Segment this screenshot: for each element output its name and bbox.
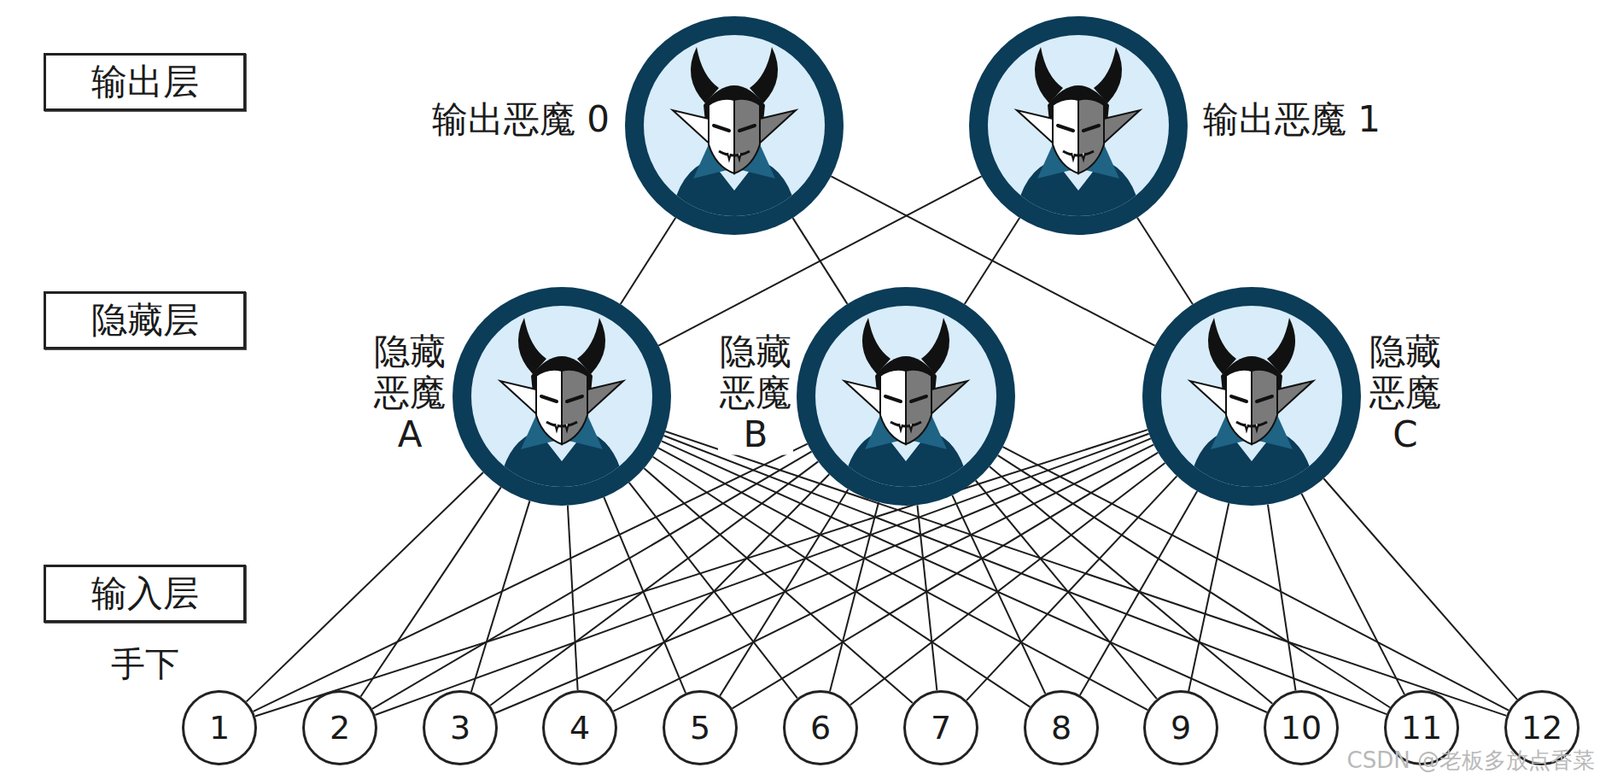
- synapse-line: [567, 505, 579, 690]
- synapse-line: [653, 456, 1031, 707]
- input-neuron: 6: [782, 689, 859, 765]
- watermark: CSDN @老板多放点香菜: [1347, 745, 1595, 776]
- synapse-line: [1137, 217, 1193, 304]
- neuron-label: 输出恶魔 1: [1201, 99, 1383, 141]
- input-neuron: 3: [422, 689, 498, 765]
- input-neuron: 7: [903, 689, 979, 765]
- input-neuron: 2: [302, 689, 378, 765]
- synapse-line: [998, 455, 1390, 707]
- neuron-number: 5: [689, 711, 711, 744]
- synapse-line: [665, 431, 1507, 716]
- neuron-number: 10: [1280, 711, 1322, 744]
- neuron-number: 2: [329, 711, 351, 744]
- layer-box: 隐藏层: [43, 291, 246, 350]
- layer-name: 隐藏层: [91, 300, 199, 340]
- synapse-line: [620, 217, 676, 304]
- input-neuron: 9: [1143, 689, 1219, 765]
- layer-box: 输出层: [43, 52, 246, 111]
- demon-illustration: [452, 286, 672, 506]
- demon-illustration: [624, 16, 844, 235]
- synapse-line: [471, 500, 531, 692]
- synapse-line: [966, 475, 1177, 701]
- synapse-line: [1323, 478, 1518, 700]
- neuron-number: 3: [449, 711, 471, 744]
- neuron-number: 9: [1170, 711, 1192, 744]
- input-neuron: 8: [1023, 689, 1099, 765]
- demon-illustration: [1142, 286, 1361, 506]
- input-neuron: 1: [181, 689, 257, 765]
- synapse-line: [719, 489, 848, 696]
- synapse-line: [1080, 490, 1198, 695]
- hidden-neuron: 隐藏 恶魔 B: [796, 286, 1016, 506]
- demon-illustration: [796, 286, 1016, 506]
- output-neuron: 输出恶魔 1: [969, 16, 1188, 235]
- layer-name: 输入层: [91, 573, 199, 614]
- neuron-number: 1: [209, 711, 230, 744]
- synapse-line: [606, 473, 830, 701]
- neuron-number: 8: [1051, 711, 1072, 744]
- demon-illustration: [969, 16, 1188, 235]
- synapse-line: [603, 496, 686, 693]
- layer-name: 输出层: [91, 62, 199, 102]
- input-neuron: 10: [1263, 689, 1339, 765]
- synapse-line: [916, 504, 937, 690]
- neuron-label: 隐藏 恶魔 B: [718, 331, 794, 456]
- synapse-line: [829, 502, 879, 691]
- input-neuron: 5: [662, 689, 738, 765]
- neuron-number: 11: [1401, 711, 1443, 744]
- neuron-number: 6: [810, 711, 831, 744]
- synapse-line: [793, 217, 848, 304]
- input-neuron: 4: [542, 689, 618, 765]
- neuron-label: 输出恶魔 0: [430, 99, 612, 141]
- neuron-number: 12: [1521, 711, 1563, 744]
- synapse-line: [951, 495, 1046, 694]
- hidden-neuron: 隐藏 恶魔 A: [452, 286, 672, 506]
- layer-note: 手下: [110, 640, 180, 688]
- synapse-line: [643, 467, 912, 703]
- neuron-number: 7: [930, 711, 952, 744]
- neuron-number: 4: [569, 711, 590, 744]
- synapse-line: [255, 429, 1148, 716]
- synapse-line: [629, 482, 798, 698]
- neuron-label: 隐藏 恶魔 C: [1367, 331, 1443, 456]
- hidden-neuron: 隐藏 恶魔 C: [1142, 286, 1361, 506]
- layer-box: 输入层: [43, 564, 246, 623]
- synapse-line: [246, 472, 484, 701]
- neuron-label: 隐藏 恶魔 A: [372, 331, 448, 456]
- output-neuron: 输出恶魔 0: [624, 16, 844, 235]
